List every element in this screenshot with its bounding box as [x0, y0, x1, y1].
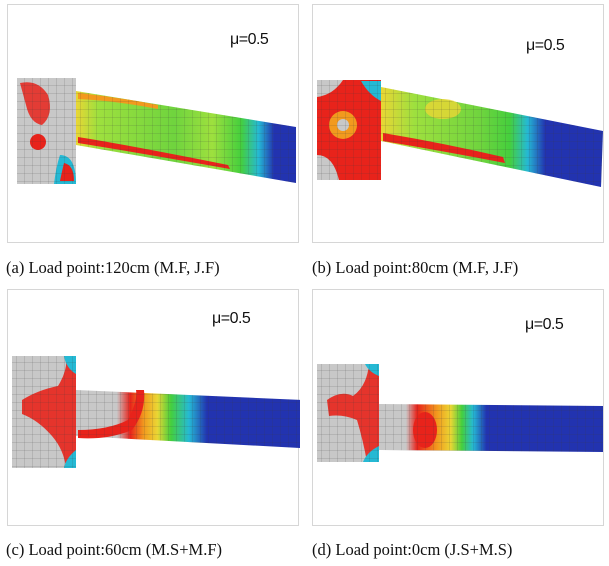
- panel-a: μ=0.5: [7, 4, 299, 243]
- friction-label-a: μ=0.5: [230, 31, 269, 48]
- friction-label-b: μ=0.5: [526, 37, 565, 54]
- panel-b: μ=0.5: [312, 4, 604, 243]
- contour-plot-c: [12, 356, 300, 468]
- caption-d: (d) Load point:0cm (J.S+M.S): [312, 540, 513, 559]
- caption-c: (c) Load point:60cm (M.S+M.F): [6, 540, 222, 559]
- panel-c: μ=0.5: [7, 289, 300, 526]
- contour-plot-b: [317, 80, 603, 187]
- friction-label-c: μ=0.5: [212, 310, 251, 327]
- caption-a: (a) Load point:120cm (M.F, J.F): [6, 258, 220, 277]
- contour-plot-a: [17, 78, 296, 184]
- contour-plot-d: [317, 364, 603, 462]
- friction-label-d: μ=0.5: [525, 316, 564, 333]
- panel-d: μ=0.5: [312, 289, 604, 526]
- caption-b: (b) Load point:80cm (M.F, J.F): [312, 258, 519, 277]
